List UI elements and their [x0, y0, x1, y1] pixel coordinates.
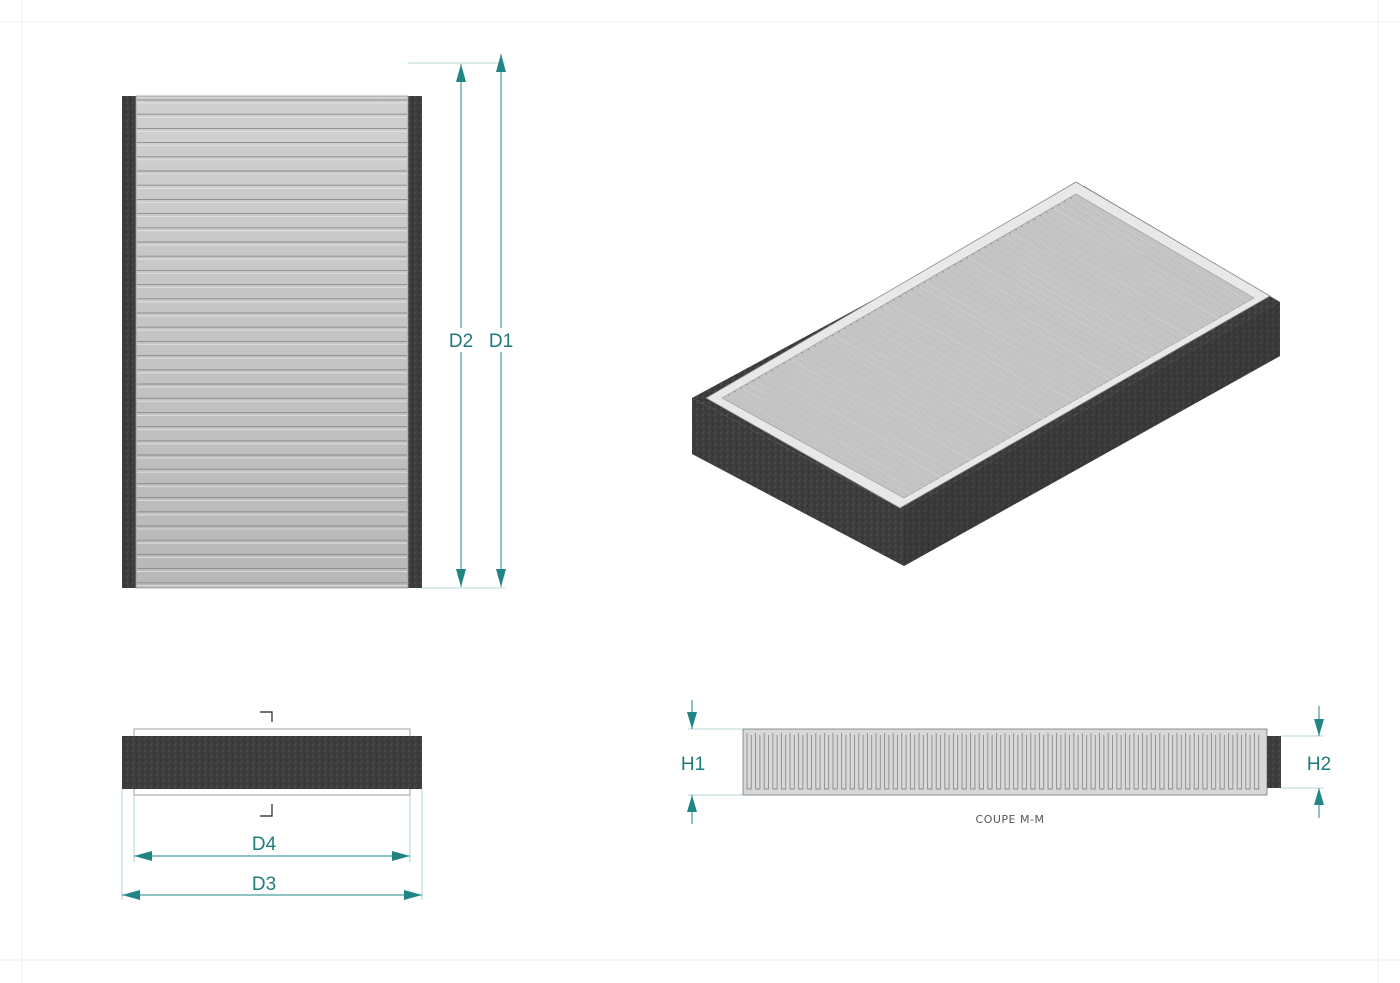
section-foam-seal: [1267, 736, 1281, 788]
front-view: [122, 711, 422, 817]
isometric-view: [692, 181, 1280, 566]
top-view-right-seal: [408, 96, 422, 588]
iso-pleat-lines: [727, 197, 1251, 496]
section-pleat-pattern: [746, 733, 1260, 790]
section-view: COUPE M-M: [742, 728, 1281, 826]
dimension-h2-label: H2: [1307, 754, 1331, 775]
top-view-dimensions: D2 D1: [408, 54, 518, 589]
top-view-pleat-lines: [137, 99, 407, 587]
section-dimensions: H1 H2: [681, 700, 1331, 824]
top-view-left-seal: [122, 96, 136, 588]
top-view-pleat-media: [135, 95, 409, 589]
front-view-foam-body: [122, 736, 422, 789]
dimension-h1-label: H1: [681, 754, 705, 775]
iso-foam-front-face: [692, 398, 904, 566]
dimension-d3-label: D3: [252, 874, 276, 895]
dimension-d1-label: D1: [489, 331, 513, 352]
dimension-d2-label: D2: [449, 331, 473, 352]
section-label: COUPE M-M: [976, 813, 1045, 826]
top-view: [122, 95, 422, 589]
dimension-d4-label: D4: [252, 834, 277, 855]
front-view-dimensions: D4 D3: [121, 789, 423, 900]
